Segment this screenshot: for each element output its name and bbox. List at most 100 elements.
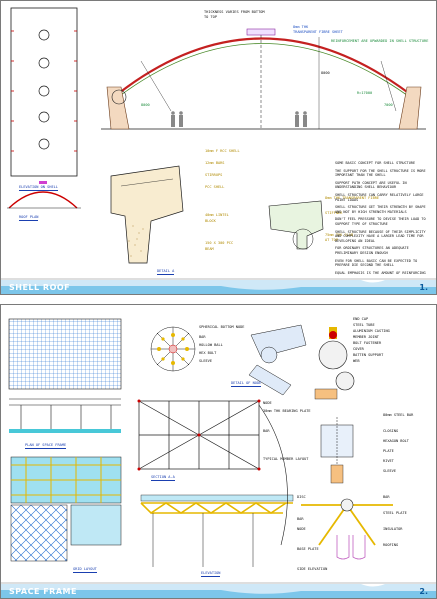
caption-roof-plan: ROOF PLAN	[19, 215, 39, 219]
right-label-4: MEMBER JOINT	[353, 335, 379, 339]
ground-hatch	[9, 429, 121, 433]
caption-plan-space-frame: PLAN OF SPACE FRAME	[25, 443, 67, 447]
label-right-dim: 7000	[384, 103, 393, 107]
caption-elevation: ELEVATION ON SHELL	[19, 185, 58, 189]
roof-plan-skylights	[38, 29, 50, 150]
sheet-space-frame: SPHERICAL BOTTOM NODE BAR HOLLOW BALL HE…	[0, 304, 437, 599]
key-label-4: PLATE	[383, 449, 394, 453]
label-thickness: THICKNESS VARIES FROM BOTTOM	[204, 10, 265, 14]
caption-grid-layout: GRID LAYOUT	[73, 567, 97, 571]
note-1: THE SUPPORT FOR THE SHELL STRUCTURE IS M…	[335, 168, 426, 178]
space-frame-drawing	[1, 318, 436, 584]
right-label-1: END CAP	[353, 317, 369, 321]
truss-columns	[152, 513, 254, 567]
member-label-3: BAR	[263, 429, 270, 433]
note-8: EVEN FOR SHELL BASIC CAN BE EXPECTED TO …	[335, 258, 418, 268]
key-label-7: BAR	[383, 495, 390, 499]
node-label-5: SLEEVE	[199, 359, 212, 363]
label-left-dim: 8000	[141, 103, 150, 107]
key-label-2: CLOSING	[383, 429, 399, 433]
caption-section: SECTION A-A	[151, 475, 175, 479]
node-star-bolts	[157, 333, 189, 365]
sheet2-number: 2.	[419, 587, 428, 596]
detail-a-label-6: BLOCK	[205, 219, 216, 223]
label-span: R=17000	[357, 91, 373, 95]
key-label-5: RIVET	[383, 459, 394, 463]
note-4: SHELL STRUCTURE GET THEIR STRENGTH BY SH…	[335, 205, 426, 214]
key-label-8: STEEL PLATE	[383, 511, 407, 515]
detail-b-label-3: 75mm THK SLAB	[325, 233, 354, 237]
member-label-7: NODE	[297, 527, 306, 531]
member-label-6: BAR	[297, 517, 304, 521]
detail-a-label-7: 150 X 300 PCC	[205, 241, 234, 245]
detail-a-label-5: 40mm LINTEL	[205, 213, 229, 217]
member-label-5: DISC	[297, 495, 306, 499]
right-label-7: BATTEN SUPPORT	[353, 353, 384, 357]
detail-a-label-8: BEAM	[205, 247, 214, 251]
key-label-9: INSULATOR	[383, 527, 403, 531]
member-label-2: 30mm THK BEARING PLATE	[263, 409, 311, 413]
member-label-9: SIDE ELEVATION	[297, 567, 328, 571]
note-6: SHELL STRUCTURE BECAUSE OF THEIR SIMPLIC…	[335, 229, 426, 243]
right-label-2: STEEL TUBE	[353, 323, 375, 327]
caption-detail-a: DETAIL A	[157, 269, 175, 273]
key-label-3: HEXAGON BOLT	[383, 439, 409, 443]
detail-b-section	[268, 200, 324, 250]
roof-plan-outline	[10, 7, 78, 177]
joint-bars	[301, 504, 393, 546]
note-2: SUPPORT PATH CONCEPT ARE USEFUL IN UNDER…	[335, 180, 407, 190]
truss-plan-nodes	[137, 399, 261, 471]
note-3: SHELL STRUCTURE CAN CARRY RELATIVELY LAR…	[335, 192, 424, 202]
detail-b-label-4: AT TOP	[325, 238, 338, 242]
scale-figures	[171, 111, 307, 127]
note-7: FOR ORDINARY STRUCTURES AN ADEQUATE PREL…	[335, 246, 409, 255]
member-label-4: TYPICAL MEMBER LAYOUT	[263, 457, 309, 461]
right-label-6: COVER	[353, 347, 364, 351]
shell-notes: SOME BASIC CONCEPT FOR SHELL STRUCTURE T…	[335, 161, 431, 278]
label-height: 8000	[321, 71, 330, 75]
right-label-5: BOLT FASTENER	[353, 341, 382, 345]
note-5: DON'T FEEL PRESSURE TO DEVISE THEIR LOAD…	[335, 217, 426, 226]
member-label-8: BASE PLATE	[297, 547, 319, 551]
detail-a-aggregate	[128, 225, 144, 257]
key-label-10: ROOFING	[383, 543, 399, 547]
sheet1-number: 1.	[419, 283, 428, 292]
label-thickness-2: TO TOP	[204, 15, 217, 19]
detail-a-label-1: 10mm F RCC SHELL	[205, 149, 240, 153]
label-thin-shell: 8mm THK	[293, 25, 309, 29]
note-9: EQUAL EMPHASIS IS THE AMOUNT OF REINFORC…	[335, 270, 426, 275]
plan-grid	[8, 318, 122, 390]
detail-a-section	[110, 165, 184, 264]
detail-a-label-3: STIRRUPS	[205, 173, 223, 177]
label-transparent: TRANSPARENT FIBRE SHEET	[293, 30, 343, 34]
detail-b-label-1: 8mm THK TRANSPARENT FIBRE	[325, 196, 380, 200]
detail-b-label-2: STIFFNER	[325, 211, 343, 215]
grid-layout-yellow	[11, 457, 121, 503]
shell-roof-drawing	[1, 7, 436, 280]
node-label-1: SPHERICAL BOTTOM NODE	[199, 325, 245, 329]
sheet-shell-roof: THICKNESS VARIES FROM BOTTOM TO TOP 8mm …	[0, 0, 437, 295]
node-label-2: BAR	[199, 335, 206, 339]
notes-heading: SOME BASIC CONCEPT FOR SHELL STRUCTURE	[335, 161, 416, 165]
shell-arch	[108, 37, 420, 102]
small-skylight	[39, 181, 47, 184]
ball-node	[318, 340, 348, 370]
detail-a-label-2: 12mm BARS	[205, 161, 225, 165]
key-label-1: 80mm STEEL BAR	[383, 413, 414, 417]
node-label-3: HOLLOW BALL	[199, 343, 223, 347]
small-truss	[9, 398, 121, 429]
label-reinforcing: REINFORCEMENT ARE UPWARDED IN SHELL STRU…	[331, 39, 429, 43]
sheet2-title: SPACE FRAME	[9, 587, 77, 596]
roof-plan-supports	[11, 30, 77, 152]
caption-elevation-2: ELEVATION	[201, 571, 221, 575]
member-label-1: NODE	[263, 401, 272, 405]
node-label-4: HEX BOLT	[199, 351, 217, 355]
right-support	[398, 86, 422, 130]
transparent-skylight	[246, 28, 276, 36]
detail-a-label-4: PCC SHELL	[205, 185, 225, 189]
right-label-3: ALUMINIUM CASTING	[353, 329, 390, 333]
sheet1-title: SHELL ROOF	[9, 283, 71, 292]
caption-node-detail: DETAIL OF NODE	[231, 381, 262, 385]
left-support	[106, 86, 130, 130]
key-label-6: SLEEVE	[383, 469, 396, 473]
